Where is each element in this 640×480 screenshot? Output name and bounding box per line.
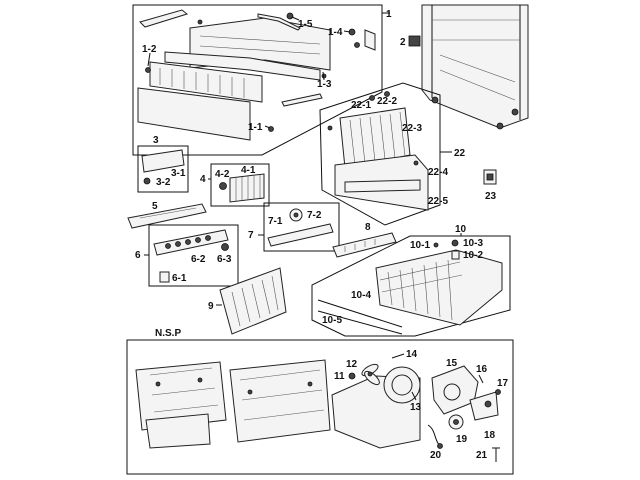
evaporator-group-outline [319,82,441,226]
part-2-block [408,35,421,47]
part-3-bracket [141,149,185,173]
part-7-1-housing [267,223,334,247]
label-1-3: 1-3 [317,79,332,90]
part-10-1-screw [433,242,439,248]
label-1-1: 1-1 [248,122,263,133]
label-4: 4 [200,174,206,185]
label-nsp: N.S.P [155,328,181,339]
label-5: 5 [152,201,158,212]
nsp-middle-panel [229,359,331,443]
basket-rail-10-4 [317,299,403,328]
label-4-1: 4-1 [241,165,256,176]
label-12: 12 [346,359,358,370]
label-6-1: 6-1 [172,273,187,284]
part-3-outline [137,145,189,193]
label-10: 10 [455,224,467,235]
label-10-2: 10-2 [463,250,483,261]
label-17: 17 [497,378,509,389]
drawer-bottom-cover [137,87,251,141]
label-10-5: 10-5 [322,315,342,326]
label-7-2: 7-2 [307,210,322,221]
basket-group [311,233,511,337]
label-10-1: 10-1 [410,240,430,251]
label-3-2: 3-2 [156,177,171,188]
label-21: 21 [476,450,488,461]
part-6-control-board [153,229,229,256]
label-1-5: 1-5 [298,19,313,30]
part-6-3-knob [221,243,229,251]
label-8: 8 [365,222,371,233]
label-2: 2 [400,37,406,48]
evaporator-cover-group [319,82,452,226]
label-13: 13 [410,402,422,413]
nsp-left-panel [135,361,227,431]
part-17-screw [495,389,501,395]
drawer-front-panel [149,61,263,103]
part-4-1-panel [229,173,265,203]
label-3-1: 3-1 [171,168,186,179]
label-19: 19 [456,434,468,445]
part-10-2-clip [451,250,460,260]
label-20: 20 [430,450,442,461]
part-4-outline [210,163,270,207]
label-1: 1 [386,9,392,20]
label-16: 16 [476,364,488,375]
basket-rail-10-5 [317,310,403,335]
label-22-3: 22-3 [402,123,422,134]
drawer-assembly-group [132,4,390,156]
part-7-outline [263,202,340,252]
label-22-2: 22-2 [377,96,397,107]
part-8-cover [332,232,397,258]
label-10-3: 10-3 [463,238,483,249]
label-22-4: 22-4 [428,167,448,178]
nsp-group-outline [126,339,514,475]
label-3: 3 [153,135,159,146]
label-18: 18 [484,430,496,441]
label-22-1: 22-1 [351,100,371,111]
nsp-fan-blade [361,363,380,386]
label-22-5: 22-5 [428,196,448,207]
part-3-2-screw [143,177,151,185]
part-9-panel [219,267,287,335]
label-23: 23 [485,191,497,202]
label-6-3: 6-3 [217,254,232,265]
drawer-rail-lower [281,93,323,107]
drawer-rail-top [139,9,189,28]
basket [375,249,503,326]
label-1-4: 1-4 [328,27,343,38]
part-5-rail [127,203,207,229]
label-9: 9 [208,301,214,312]
refrigerator-cabinet [421,4,529,130]
fastener-1-2 [145,67,151,73]
part-6-1-clip [159,271,170,283]
fastener-1-5 [286,12,294,20]
label-15: 15 [446,358,458,369]
part-18-bracket [469,391,499,421]
evaporator-coil [339,107,411,169]
label-7-1: 7-1 [268,216,283,227]
part-4-2-knob [219,182,227,190]
part-11-nut [348,372,356,380]
label-14: 14 [406,349,418,360]
label-4-2: 4-2 [215,169,230,180]
label-10-4: 10-4 [351,290,371,301]
label-1-2: 1-2 [142,44,157,55]
basket-group-outline [311,235,511,337]
part-10-3-knob [451,239,459,247]
part-20-wire [427,424,441,447]
label-11: 11 [334,371,345,382]
label-6: 6 [135,250,141,261]
label-22: 22 [454,148,466,159]
drawer-assembly-outline [132,4,383,156]
label-7: 7 [248,230,254,241]
label-6-2: 6-2 [191,254,206,265]
